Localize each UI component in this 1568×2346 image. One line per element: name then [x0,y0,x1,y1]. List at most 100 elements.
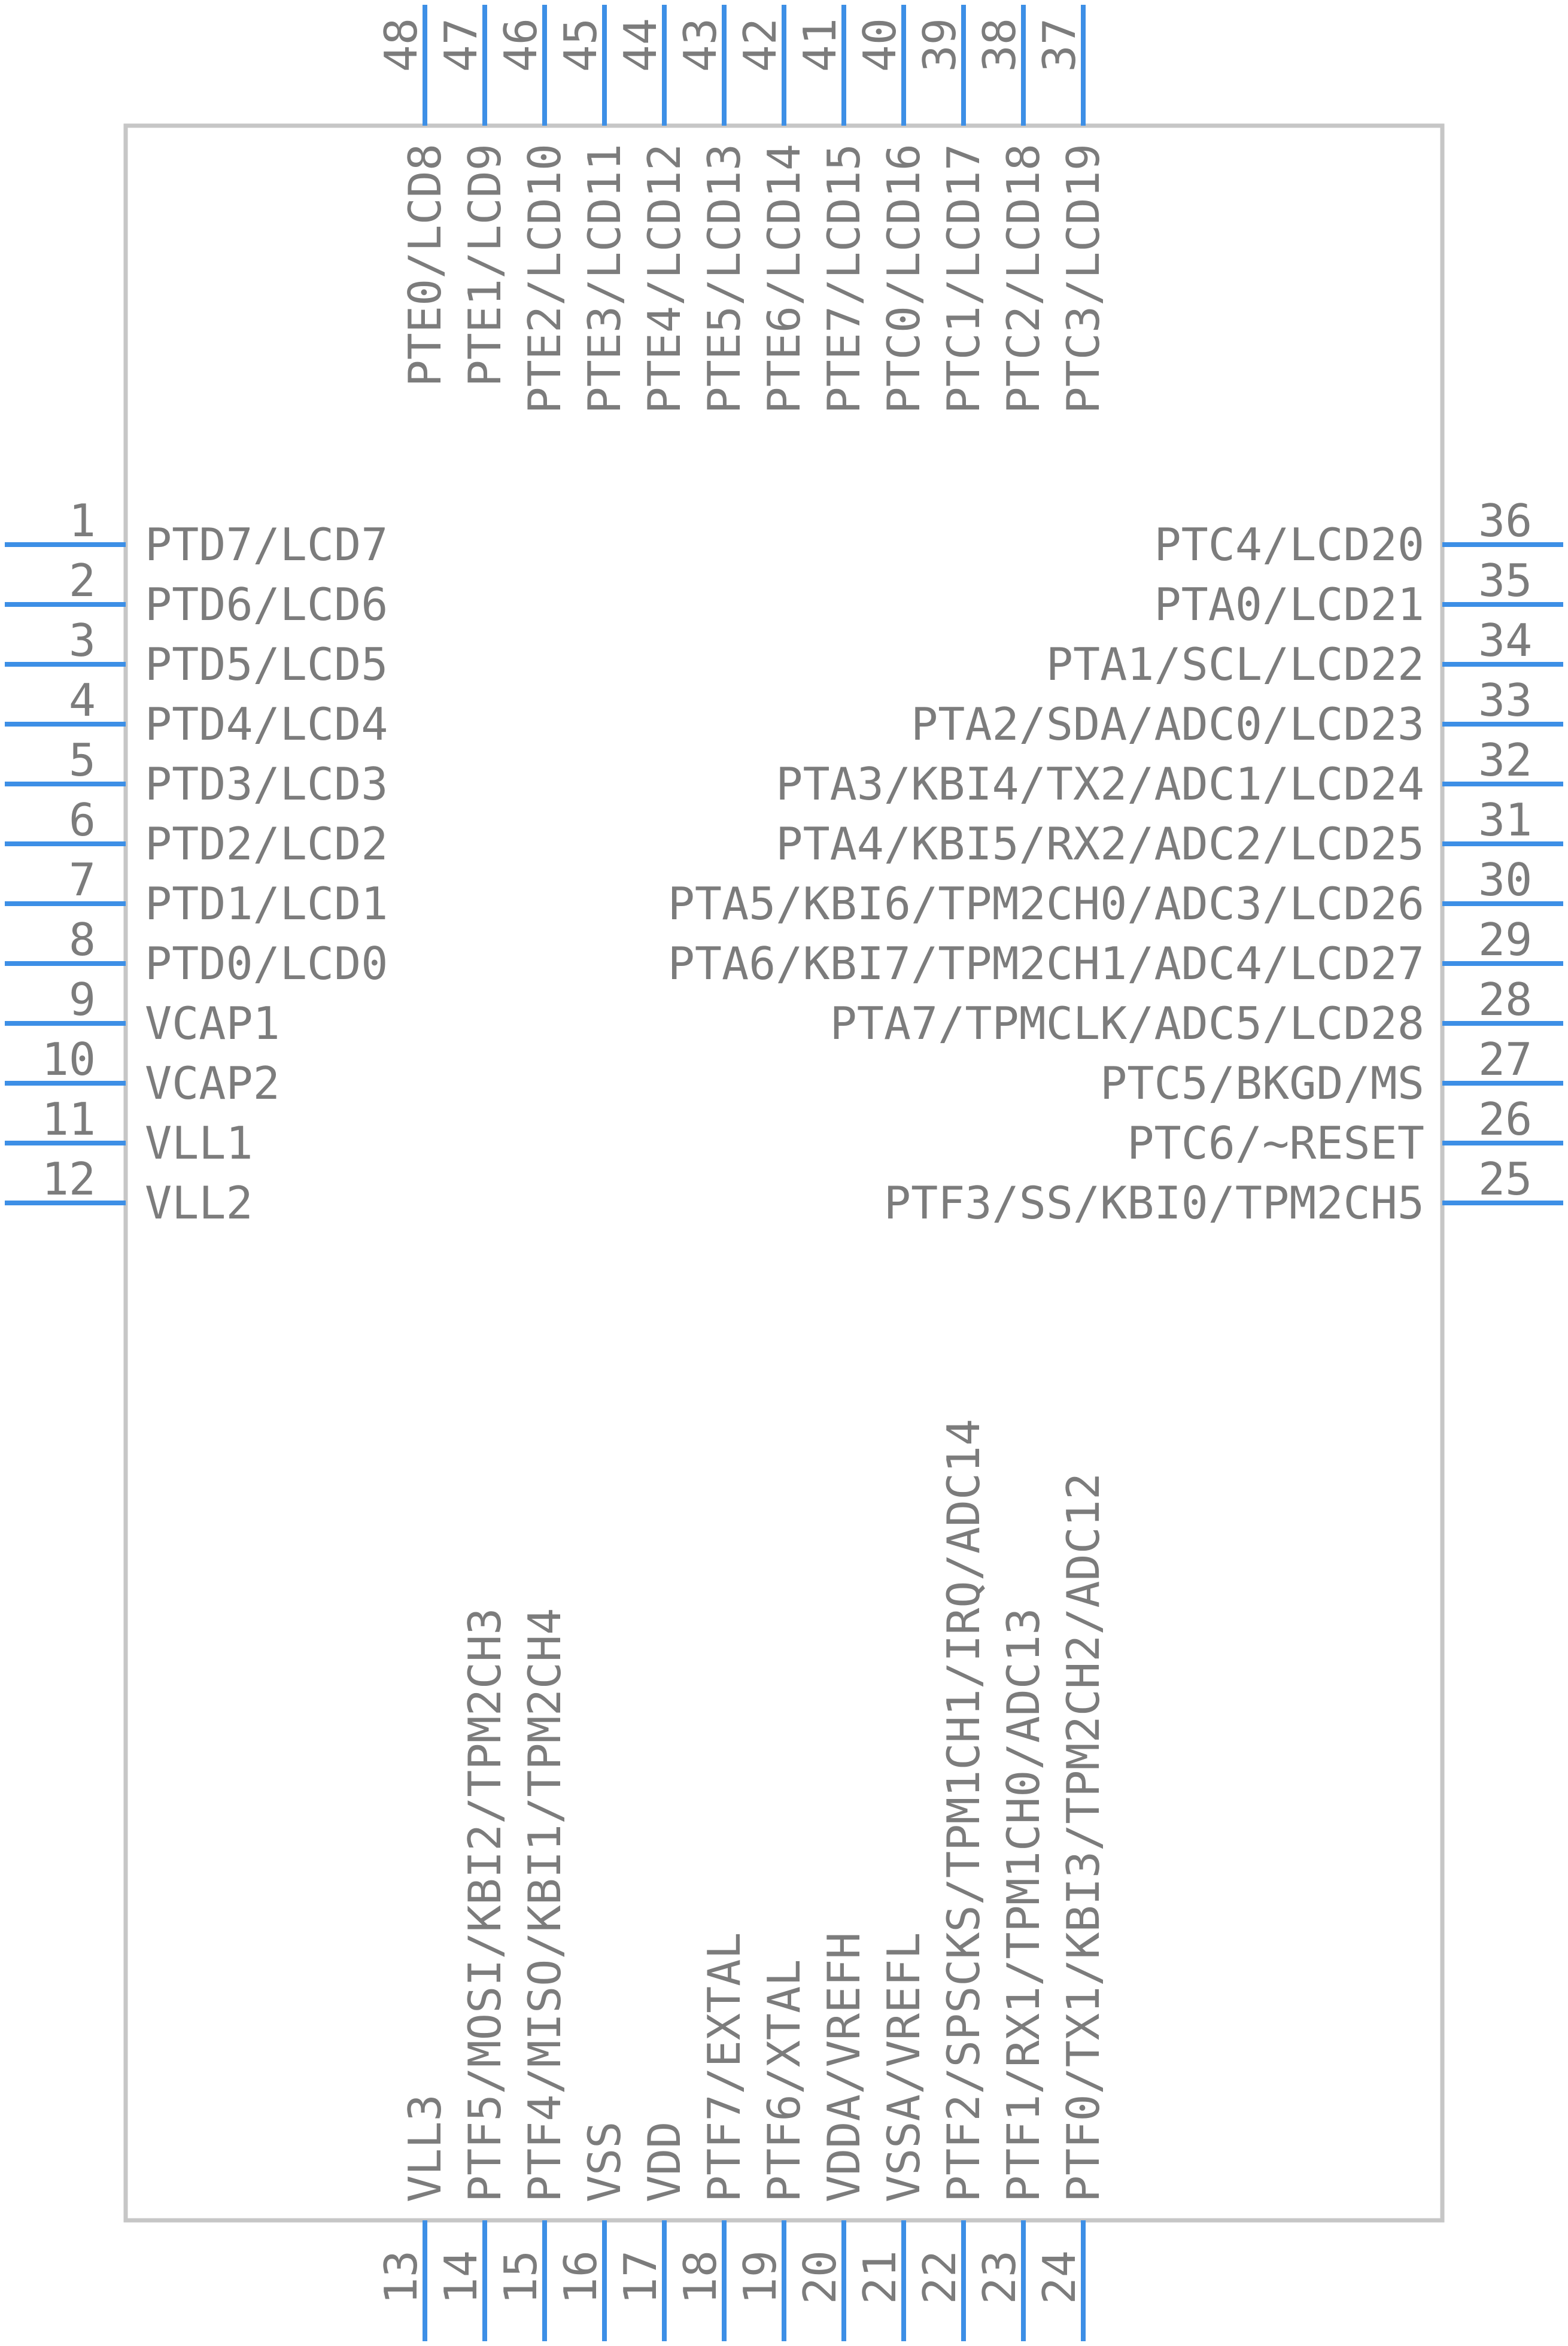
pin-number: 27 [1478,1033,1532,1086]
pin-number: 35 [1478,554,1532,607]
pin-name: VLL2 [145,1177,253,1229]
pin-number: 13 [375,2250,427,2304]
pin-number: 40 [853,18,906,72]
pin-number: 42 [734,18,786,72]
pin-number: 25 [1478,1153,1532,1205]
pin-16: 16 VSS [554,2122,631,2341]
pin-name: PTA5/KBI6/TPM2CH0/ADC3/LCD26 [668,877,1424,930]
pin-number: 12 [42,1153,96,1205]
pin-number: 2 [69,554,96,607]
pin-number: 41 [794,18,846,72]
pin-name: PTE1/LCD9 [458,144,511,387]
pin-name: PTF2/SPSCKS/TPM1CH1/IRQ/ADC14 [937,1419,990,2202]
pin-name: PTF3/SS/KBI0/TPM2CH5 [884,1177,1424,1229]
pin-name: PTA6/KBI7/TPM2CH1/ADC4/LCD27 [668,937,1424,990]
pin-number: 45 [554,18,607,72]
pin-number: 20 [794,2250,846,2304]
pin-number: 31 [1478,794,1532,846]
pin-28: 28 PTA7/TPMCLK/ADC5/LCD28 [830,973,1563,1050]
pin-number: 8 [69,913,96,966]
pin-number: 16 [554,2250,607,2304]
pin-24: 24 PTF0/TX1/KBI3/TPM2CH2/ADC12 [1033,1473,1110,2341]
pin-number: 1 [69,494,96,547]
pin-name: PTC3/LCD19 [1057,144,1110,414]
pin-number: 32 [1478,734,1532,786]
pin-name: PTF1/RX1/TPM1CH0/ADC13 [997,1608,1050,2202]
pin-number: 21 [853,2250,906,2304]
pin-number: 47 [434,18,487,72]
pin-name: PTA7/TPMCLK/ADC5/LCD28 [830,997,1424,1050]
pin-number: 6 [69,794,96,846]
pin-name: PTC4/LCD20 [1154,518,1424,571]
pin-name: VLL1 [145,1117,253,1169]
pin-name: PTD1/LCD1 [145,877,388,930]
pin-name: PTD6/LCD6 [145,578,388,631]
pin-number: 48 [375,18,427,72]
pin-name: VDD [638,2122,691,2202]
pin-18: 18 PTF7/EXTAL [674,1932,750,2341]
pin-22: 22 PTF2/SPSCKS/TPM1CH1/IRQ/ADC14 [913,1419,990,2341]
pin-name: PTF5/MOSI/KBI2/TPM2CH3 [458,1608,511,2202]
pin-number: 15 [494,2250,547,2304]
pin-9: 9 VCAP1 [5,973,280,1050]
pin-name: PTA0/LCD21 [1154,578,1424,631]
pin-number: 44 [614,18,667,72]
pin-number: 28 [1478,973,1532,1026]
pin-name: PTA1/SCL/LCD22 [1046,638,1424,691]
pin-27: 27 PTC5/BKGD/MS [1100,1033,1563,1110]
pin-name: PTE6/LCD14 [758,144,810,414]
pin-name: PTE2/LCD10 [518,144,571,414]
pin-name: VCAP1 [145,997,280,1050]
pin-35: 35 PTA0/LCD21 [1154,554,1563,631]
pin-number: 11 [42,1093,96,1145]
pin-name: PTF0/TX1/KBI3/TPM2CH2/ADC12 [1057,1473,1110,2202]
pin-number: 22 [913,2250,966,2304]
pin-name: PTC5/BKGD/MS [1100,1057,1424,1110]
pin-name: PTE0/LCD8 [399,144,451,387]
pin-name: PTA2/SDA/ADC0/LCD23 [911,698,1424,750]
pin-number: 29 [1478,913,1532,966]
pin-number: 39 [913,18,966,72]
pin-number: 33 [1478,674,1532,727]
pin-number: 37 [1033,18,1086,72]
ic-body [123,123,1445,2223]
pin-name: PTF7/EXTAL [698,1932,750,2202]
pin-name: PTD4/LCD4 [145,698,388,750]
pin-name: VSS [578,2122,631,2202]
pin-number: 23 [973,2250,1026,2304]
pin-number: 34 [1478,614,1532,667]
pin-number: 10 [42,1033,96,1086]
pin-name: PTC6/~RESET [1127,1117,1424,1169]
pin-number: 43 [674,18,727,72]
pin-name: PTC1/LCD17 [937,144,990,414]
pin-name: PTE5/LCD13 [698,144,750,414]
pin-33: 33 PTA2/SDA/ADC0/LCD23 [911,674,1563,750]
pin-name: PTE4/LCD12 [638,144,691,414]
pin-number: 24 [1033,2250,1086,2304]
pin-number: 46 [494,18,547,72]
pin-number: 18 [674,2250,727,2304]
pin-name: PTF4/MISO/KBI1/TPM2CH4 [518,1608,571,2202]
pin-number: 9 [69,973,96,1026]
pin-15: 15 PTF4/MISO/KBI1/TPM2CH4 [494,1608,571,2341]
pin-number: 19 [734,2250,786,2304]
